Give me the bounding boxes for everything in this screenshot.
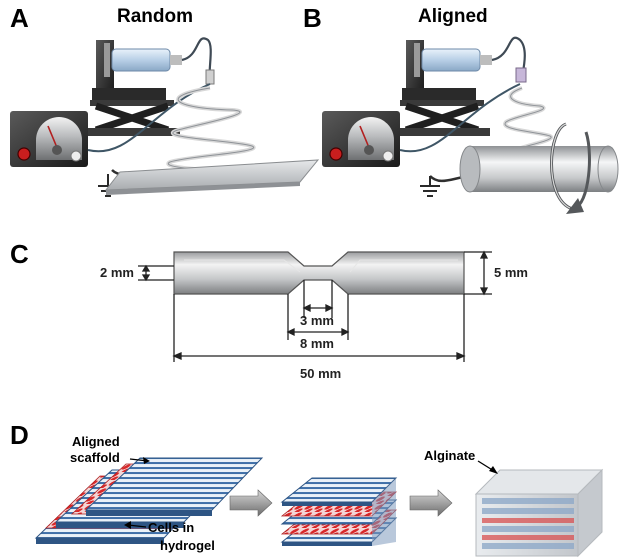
- dogbone-specimen: [173, 251, 465, 295]
- syringe-pump-icon: [402, 36, 527, 100]
- alginate-block: [474, 468, 604, 558]
- panel-c: C 2 mm 5 mm 3 mm: [10, 239, 528, 381]
- panel-a-label: A: [10, 3, 29, 33]
- process-arrow-icon: [229, 489, 273, 517]
- cells-in-hydrogel-label-line1: Cells in: [148, 520, 194, 535]
- pointer-arrow-icon: [143, 457, 150, 464]
- power-supply-icon: [10, 111, 88, 167]
- panel-b: B Aligned: [303, 3, 619, 214]
- panel-b-title: Aligned: [418, 6, 488, 27]
- scissor-lift-icon: [84, 100, 180, 136]
- process-arrow-icon: [409, 489, 453, 517]
- aligned-scaffold-label-line1: Aligned: [72, 434, 120, 449]
- aligned-scaffold-label-line2: scaffold: [70, 450, 120, 465]
- dim-height-small-label: 2 mm: [100, 265, 134, 280]
- flat-collector-plate: [104, 159, 320, 195]
- cell-layer: [482, 518, 574, 523]
- ground-icon: [420, 176, 440, 197]
- rotation-arrow-icon: [550, 122, 591, 214]
- power-supply-icon: [322, 111, 400, 167]
- dim-5mm-marker: [464, 250, 492, 296]
- panel-c-label: C: [10, 239, 29, 269]
- alginate-label: Alginate: [424, 448, 475, 463]
- high-voltage-wire: [399, 83, 521, 153]
- panel-b-label: B: [303, 3, 322, 33]
- pointer-arrow-icon: [489, 466, 498, 474]
- dim-height-large-label: 5 mm: [494, 265, 528, 280]
- syringe-pump-icon: [92, 37, 215, 100]
- dim-50mm-marker: [172, 294, 466, 362]
- scissor-lift-icon: [394, 100, 490, 136]
- dim-neck-outer-label: 8 mm: [300, 336, 334, 351]
- dim-neck-inner-label: 3 mm: [300, 313, 334, 328]
- dim-2mm-marker: [138, 264, 174, 282]
- dim-8mm-marker: [286, 294, 350, 340]
- pointer-arrow-icon: [124, 521, 131, 529]
- dim-3mm-marker: [302, 280, 334, 318]
- panel-d: D Aligned scaffold Cells in hydrogel: [10, 420, 604, 558]
- scaffold-stack-step1: [34, 457, 264, 544]
- rotating-drum-collector: [459, 145, 619, 193]
- dim-total-length-label: 50 mm: [300, 366, 341, 381]
- panel-d-label: D: [10, 420, 29, 450]
- scaffold-stack-step2: [280, 477, 398, 546]
- cells-in-hydrogel-label-line2: hydrogel: [160, 538, 215, 553]
- panel-a: A Random: [10, 3, 320, 197]
- cell-layer: [482, 535, 574, 540]
- panel-a-title: Random: [117, 6, 193, 27]
